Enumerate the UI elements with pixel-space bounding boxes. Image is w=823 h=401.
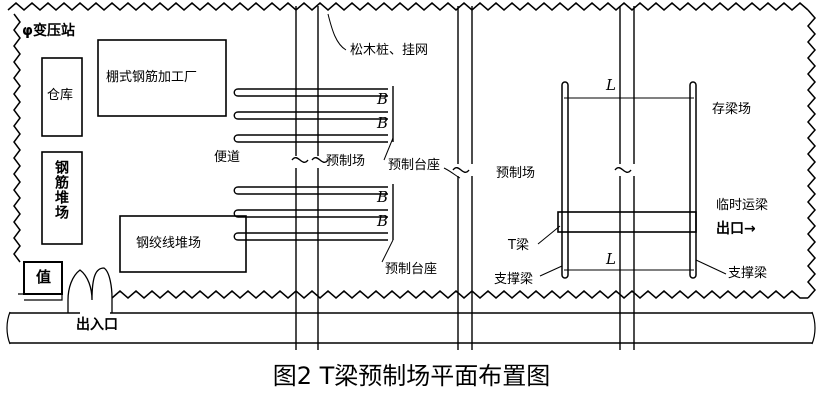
dim-b-2: B xyxy=(377,114,389,132)
road xyxy=(6,311,816,345)
road-band-1 xyxy=(291,6,329,350)
t-beam-label: T梁 xyxy=(508,238,529,253)
dim-l-top: L xyxy=(606,76,616,94)
guard-label: 值 xyxy=(36,268,52,286)
pedestal-bars-upper xyxy=(233,86,394,143)
substation-label: φ变压站 xyxy=(22,23,75,39)
strand-yard-box xyxy=(119,215,247,273)
support-beam-label-left: 支撑梁 xyxy=(494,272,534,287)
strand-yard-label: 钢绞线堆场 xyxy=(136,236,202,251)
leader-lines xyxy=(327,13,727,277)
t-beam-structure xyxy=(557,81,697,279)
road-band-2 xyxy=(452,6,473,350)
entrance-label: 出入口 xyxy=(76,317,118,333)
warehouse-box xyxy=(41,57,83,137)
shed-workshop-label: 棚式钢筋加工厂 xyxy=(106,70,198,85)
temp-beam-transport-label: 临时运梁 xyxy=(716,198,769,213)
access-road-label: 便道 xyxy=(214,150,241,165)
beam-storage-label: 存梁场 xyxy=(712,102,752,117)
pedestal-bars-lower xyxy=(233,184,394,241)
top-boundary xyxy=(7,2,809,11)
rebar-yard-box xyxy=(41,151,83,245)
precast-yard-label-1: 预制场 xyxy=(326,154,366,169)
left-boundary xyxy=(13,13,21,263)
precast-pedestal-label-bottom: 预制台座 xyxy=(385,262,438,277)
dim-b-1: B xyxy=(377,90,389,108)
pine-piles-label: 松木桩、挂网 xyxy=(350,43,429,58)
support-beam-label-right: 支撑梁 xyxy=(728,266,768,281)
dim-l-bottom: L xyxy=(606,250,616,268)
exit-label: 出口→ xyxy=(716,221,756,237)
precast-yard-label-2: 预制场 xyxy=(496,166,536,181)
bottom-boundary xyxy=(111,290,808,299)
precast-pedestal-label-top: 预制台座 xyxy=(388,158,441,173)
warehouse-label: 仓库 xyxy=(47,88,74,103)
rebar-yard-label: 钢筋堆场 xyxy=(53,160,69,220)
entrance-gate xyxy=(67,267,113,313)
dim-b-4: B xyxy=(377,212,389,230)
figure-caption: 图2 T梁预制场平面布置图 xyxy=(272,362,551,390)
shed-workshop-box xyxy=(97,39,227,117)
right-boundary xyxy=(807,9,816,299)
dim-b-3: B xyxy=(377,188,389,206)
road-band-3 xyxy=(614,6,635,350)
